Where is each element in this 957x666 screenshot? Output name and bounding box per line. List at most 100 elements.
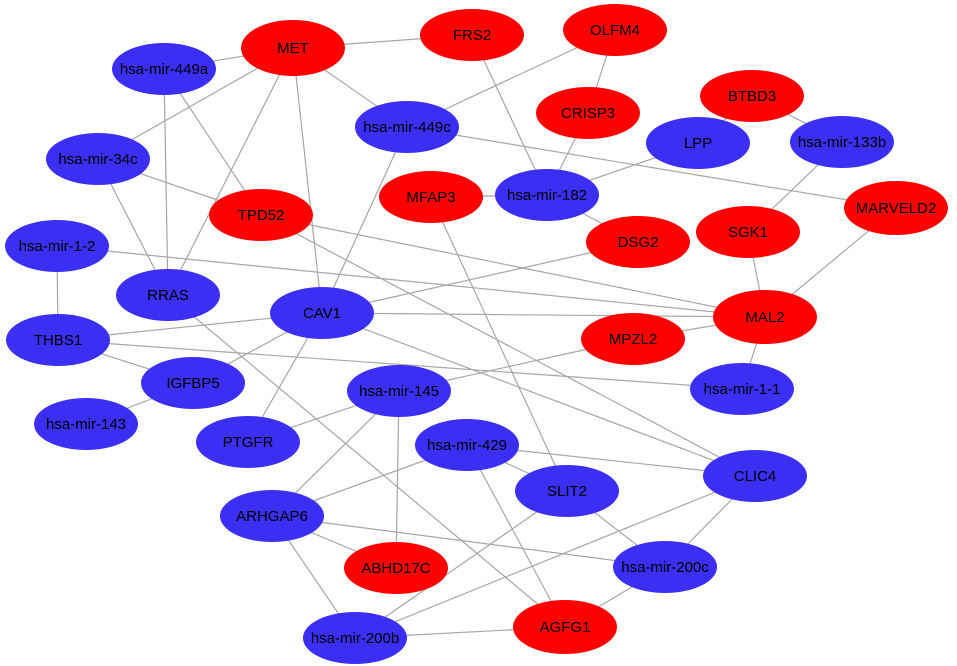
node-hsa-mir-182[interactable]: hsa-mir-182 — [495, 169, 599, 221]
node-ellipse — [46, 133, 150, 185]
node-label: BTBD3 — [728, 88, 776, 105]
node-arhgap6[interactable]: ARHGAP6 — [220, 490, 324, 542]
node-label: DSG2 — [618, 234, 659, 251]
node-ellipse — [141, 357, 245, 409]
node-mpzl2[interactable]: MPZL2 — [581, 313, 685, 365]
edge-hsa-mir-449c-marveld2 — [406, 126, 897, 209]
node-thbs1[interactable]: THBS1 — [6, 314, 110, 366]
node-ellipse — [790, 116, 894, 168]
node-hsa-mir-1-1[interactable]: hsa-mir-1-1 — [690, 363, 794, 415]
edge-thbs1-hsa-mir-1-1 — [57, 339, 743, 390]
node-ellipse — [700, 70, 804, 122]
edge-dsg2-cav1 — [321, 241, 639, 314]
node-label: SGK1 — [728, 224, 768, 241]
node-hsa-mir-429[interactable]: hsa-mir-429 — [415, 419, 519, 471]
node-label: LPP — [684, 135, 712, 152]
edge-hsa-mir-429-agfg1 — [466, 444, 566, 628]
node-label: AGFG1 — [540, 619, 591, 636]
node-label: OLFM4 — [590, 22, 640, 39]
edge-clic4-hsa-mir-200b — [354, 475, 756, 639]
node-label: hsa-mir-449c — [363, 119, 451, 136]
node-label: hsa-mir-145 — [359, 383, 439, 400]
edge-cav1-mal2 — [321, 312, 766, 318]
node-frs2[interactable]: FRS2 — [420, 9, 524, 61]
node-label: MFAP3 — [406, 189, 455, 206]
node-label: MPZL2 — [609, 331, 657, 348]
node-ellipse — [581, 313, 685, 365]
node-rras[interactable]: RRAS — [116, 269, 220, 321]
node-label: hsa-mir-34c — [58, 151, 138, 168]
node-ellipse — [690, 363, 794, 415]
node-label: THBS1 — [34, 332, 82, 349]
node-lpp[interactable]: LPP — [646, 117, 750, 169]
node-label: ARHGAP6 — [236, 508, 308, 525]
node-ellipse — [112, 43, 216, 95]
node-label: hsa-mir-1-2 — [19, 238, 96, 255]
node-olfm4[interactable]: OLFM4 — [563, 4, 667, 56]
node-igfbp5[interactable]: IGFBP5 — [141, 357, 245, 409]
node-hsa-mir-143[interactable]: hsa-mir-143 — [34, 398, 138, 450]
node-slit2[interactable]: SLIT2 — [515, 465, 619, 517]
node-ellipse — [347, 365, 451, 417]
node-ellipse — [586, 216, 690, 268]
node-cav1[interactable]: CAV1 — [270, 287, 374, 339]
edge-tpd52-clic4 — [260, 214, 756, 477]
edge-slit2-hsa-mir-200b — [354, 490, 568, 639]
node-hsa-mir-1-2[interactable]: hsa-mir-1-2 — [5, 220, 109, 272]
node-hsa-mir-34c[interactable]: hsa-mir-34c — [46, 133, 150, 185]
node-mfap3[interactable]: MFAP3 — [379, 171, 483, 223]
node-abhd17c[interactable]: ABHD17C — [344, 542, 448, 594]
node-crisp3[interactable]: CRISP3 — [536, 87, 640, 139]
node-label: CAV1 — [303, 305, 341, 322]
node-ellipse — [303, 612, 407, 664]
node-ptgfr[interactable]: PTGFR — [196, 416, 300, 468]
node-clic4[interactable]: CLIC4 — [703, 450, 807, 502]
node-hsa-mir-145[interactable]: hsa-mir-145 — [347, 365, 451, 417]
node-label: hsa-mir-182 — [507, 187, 587, 204]
node-hsa-mir-449a[interactable]: hsa-mir-449a — [112, 43, 216, 95]
node-dsg2[interactable]: DSG2 — [586, 216, 690, 268]
node-tpd52[interactable]: TPD52 — [209, 189, 313, 241]
node-label: CRISP3 — [561, 105, 615, 122]
node-ellipse — [6, 314, 110, 366]
node-hsa-mir-200b[interactable]: hsa-mir-200b — [303, 612, 407, 664]
node-ellipse — [344, 542, 448, 594]
node-ellipse — [703, 450, 807, 502]
node-label: CLIC4 — [734, 468, 777, 485]
edge-met-rras — [167, 47, 294, 296]
node-hsa-mir-200c[interactable]: hsa-mir-200c — [613, 541, 717, 593]
node-ellipse — [34, 398, 138, 450]
node-marveld2[interactable]: MARVELD2 — [844, 181, 948, 235]
node-mal2[interactable]: MAL2 — [713, 290, 817, 344]
edge-cav1-clic4 — [321, 312, 756, 477]
node-ellipse — [844, 181, 948, 235]
node-label: ABHD17C — [361, 560, 430, 577]
edge-hsa-mir-1-2-mal2 — [56, 245, 766, 318]
node-sgk1[interactable]: SGK1 — [696, 206, 800, 258]
edge-tpd52-mal2 — [260, 214, 766, 318]
node-btbd3[interactable]: BTBD3 — [700, 70, 804, 122]
node-ellipse — [713, 290, 817, 344]
node-label: MAL2 — [745, 309, 784, 326]
node-met[interactable]: MET — [241, 20, 345, 76]
node-ellipse — [379, 171, 483, 223]
node-label: IGFBP5 — [166, 375, 219, 392]
node-hsa-mir-449c[interactable]: hsa-mir-449c — [355, 101, 459, 153]
node-ellipse — [495, 169, 599, 221]
node-ellipse — [196, 416, 300, 468]
node-ellipse — [241, 20, 345, 76]
node-ellipse — [270, 287, 374, 339]
node-hsa-mir-133b[interactable]: hsa-mir-133b — [790, 116, 894, 168]
node-label: hsa-mir-143 — [46, 416, 126, 433]
node-label: PTGFR — [223, 434, 274, 451]
edge-met-cav1 — [292, 47, 323, 314]
node-agfg1[interactable]: AGFG1 — [513, 600, 617, 654]
node-label: MARVELD2 — [856, 200, 937, 217]
node-label: hsa-mir-133b — [798, 134, 886, 151]
node-label: TPD52 — [238, 207, 285, 224]
node-ellipse — [513, 600, 617, 654]
node-ellipse — [355, 101, 459, 153]
node-ellipse — [220, 490, 324, 542]
edge-frs2-hsa-mir-182 — [471, 34, 548, 196]
